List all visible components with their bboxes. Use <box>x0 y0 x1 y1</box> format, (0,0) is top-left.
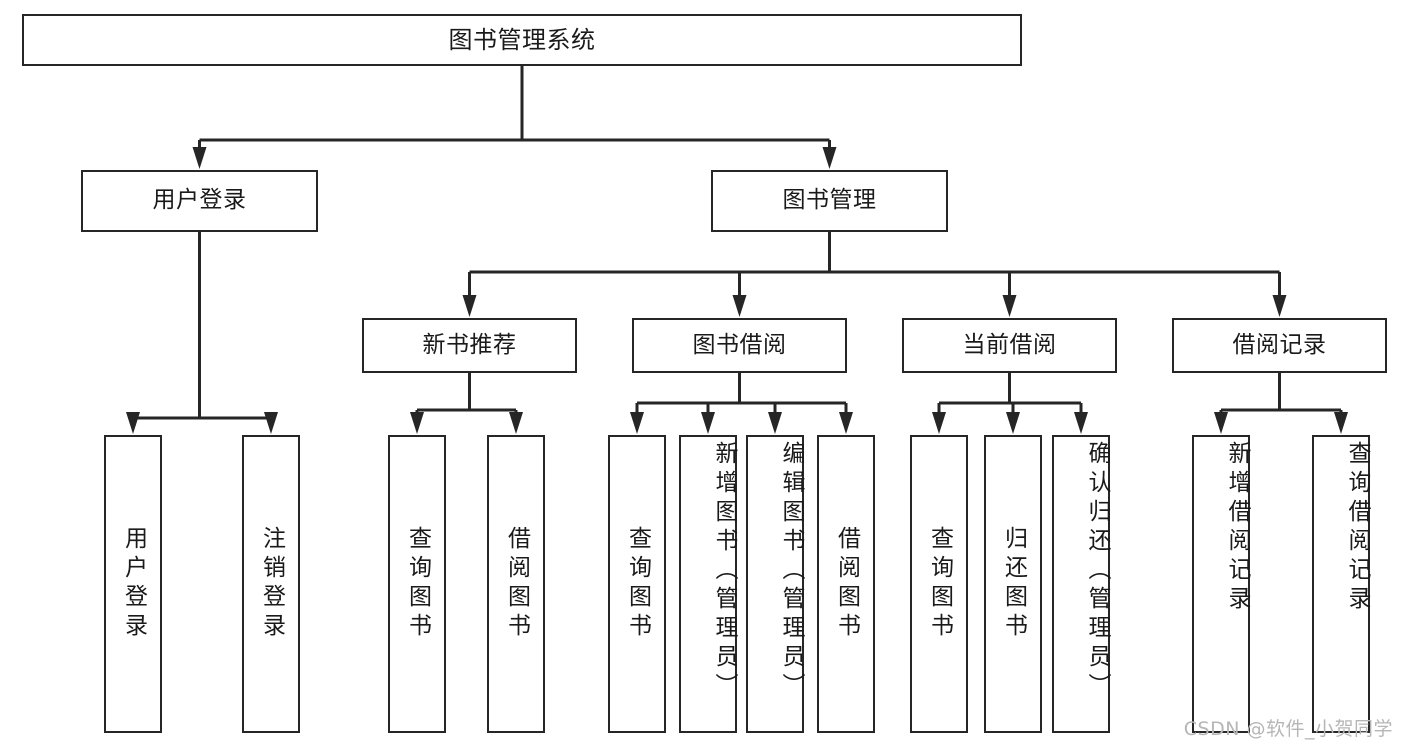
node-l3-borrow-record[interactable]: 借阅记录 <box>1172 318 1387 373</box>
node-label: 注销登录 <box>258 526 285 642</box>
node-l3-current-borrow[interactable]: 当前借阅 <box>902 318 1117 373</box>
node-label: 借阅图书 <box>833 526 860 642</box>
node-l2-book-manage[interactable]: 图书管理 <box>711 170 948 232</box>
arrowhead-icon <box>1214 412 1228 434</box>
node-leaf-query-record[interactable]: 查询借阅记录 <box>1312 435 1370 733</box>
node-leaf-query-book-1[interactable]: 查询图书 <box>388 435 446 733</box>
node-leaf-user-login[interactable]: 用户登录 <box>104 435 162 733</box>
arrowhead-icon <box>1272 295 1287 317</box>
node-label: 查询图书 <box>926 526 953 642</box>
node-label: 借阅记录 <box>1232 331 1327 358</box>
node-leaf-query-book-3[interactable]: 查询图书 <box>910 435 968 733</box>
node-leaf-add-record[interactable]: 新增借阅记录 <box>1192 435 1250 733</box>
node-label: 借阅图书 <box>503 526 530 642</box>
node-l3-book-borrow[interactable]: 图书借阅 <box>632 318 847 373</box>
node-leaf-return-book[interactable]: 归还图书 <box>984 435 1042 733</box>
node-label: 图书管理系统 <box>448 25 596 54</box>
node-label: 归还图书 <box>1000 526 1027 642</box>
arrowhead-icon <box>264 412 278 434</box>
node-label: 用户登录 <box>152 187 247 214</box>
arrowhead-icon <box>1074 412 1088 434</box>
arrowhead-icon <box>839 412 853 434</box>
node-label: 当前借阅 <box>962 331 1057 358</box>
node-label: 新书推荐 <box>422 331 517 358</box>
arrowhead-icon <box>126 412 140 434</box>
node-label: 用户登录 <box>120 526 147 642</box>
arrowhead-icon <box>732 295 747 317</box>
node-leaf-add-book[interactable]: 新增图书（管理员） <box>679 435 737 733</box>
node-label: 新增图书（管理员） <box>711 441 737 702</box>
arrowhead-icon <box>822 147 837 169</box>
arrowhead-icon <box>630 412 644 434</box>
node-label: 查询图书 <box>624 526 651 642</box>
arrowhead-icon <box>192 147 207 169</box>
node-l2-user-login[interactable]: 用户登录 <box>81 170 318 232</box>
arrowhead-icon <box>1334 412 1348 434</box>
node-label: 确认归还（管理员） <box>1084 441 1110 702</box>
node-label: 查询借阅记录 <box>1344 441 1370 615</box>
arrowhead-icon <box>768 412 782 434</box>
node-label: 图书借阅 <box>692 331 787 358</box>
node-root[interactable]: 图书管理系统 <box>22 14 1022 66</box>
node-label: 图书管理 <box>782 187 877 214</box>
node-leaf-borrow-book-2[interactable]: 借阅图书 <box>817 435 875 733</box>
node-leaf-edit-book[interactable]: 编辑图书（管理员） <box>746 435 804 733</box>
node-label: 编辑图书（管理员） <box>778 441 804 702</box>
node-leaf-confirm-return[interactable]: 确认归还（管理员） <box>1052 435 1110 733</box>
arrowhead-icon <box>509 412 523 434</box>
node-l3-new-book-rec[interactable]: 新书推荐 <box>362 318 577 373</box>
node-label: 查询图书 <box>404 526 431 642</box>
node-leaf-logout[interactable]: 注销登录 <box>242 435 300 733</box>
watermark: CSDN @软件_小贺同学 <box>1183 718 1393 740</box>
node-label: 新增借阅记录 <box>1224 441 1250 615</box>
arrowhead-icon <box>1006 412 1020 434</box>
arrowhead-icon <box>932 412 946 434</box>
arrowhead-icon <box>462 295 477 317</box>
arrowhead-icon <box>1002 295 1017 317</box>
arrowhead-icon <box>410 412 424 434</box>
node-leaf-query-book-2[interactable]: 查询图书 <box>608 435 666 733</box>
node-leaf-borrow-book-1[interactable]: 借阅图书 <box>487 435 545 733</box>
arrowhead-icon <box>701 412 715 434</box>
